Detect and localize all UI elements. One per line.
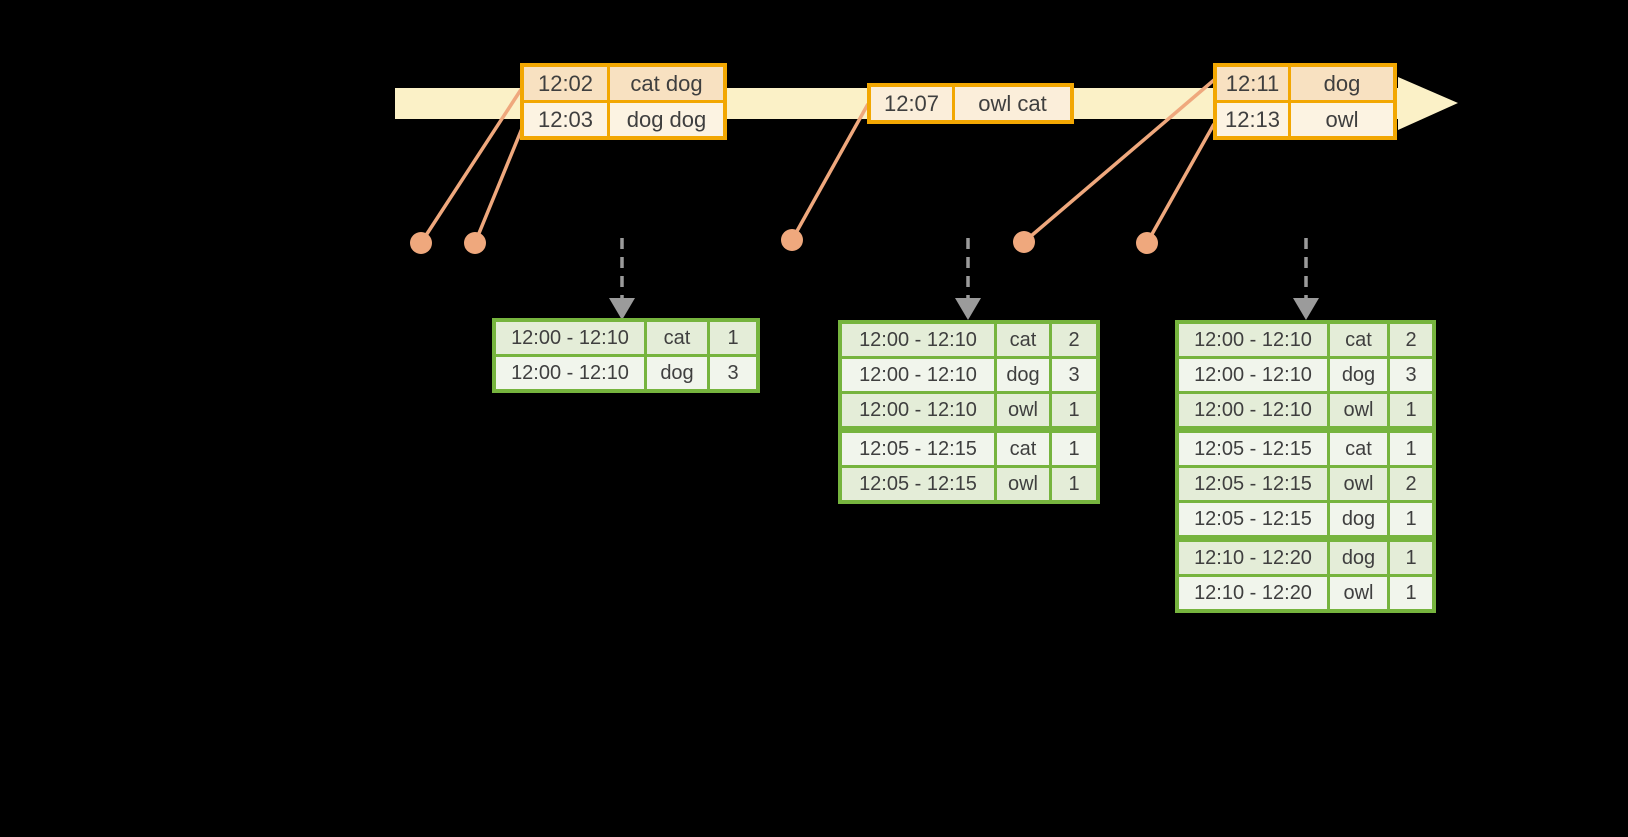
event-row: 12:07 owl cat (871, 87, 1070, 120)
event-table-2: 12:07 owl cat (867, 83, 1074, 124)
word-cell: dog (997, 359, 1049, 391)
result-table-2: 12:00 - 12:10 cat 2 12:00 - 12:10 dog 3 … (838, 320, 1100, 504)
result-row: 12:05 - 12:15 owl 2 (1179, 468, 1432, 500)
word-cell: owl (997, 394, 1049, 426)
window-cell: 12:05 - 12:15 (1179, 468, 1327, 500)
event-time: 12:02 (524, 67, 607, 100)
event-dot-icon (410, 232, 432, 254)
window-cell: 12:00 - 12:10 (842, 394, 994, 426)
result-row: 12:10 - 12:20 dog 1 (1179, 542, 1432, 574)
word-cell: dog (1330, 542, 1387, 574)
window-cell: 12:00 - 12:10 (842, 324, 994, 356)
result-row: 12:00 - 12:10 cat 2 (842, 324, 1096, 356)
word-cell: owl (1330, 394, 1387, 426)
event-row: 12:11 dog (1217, 67, 1393, 100)
result-row: 12:05 - 12:15 owl 1 (842, 468, 1096, 500)
event-dot-icon (1013, 231, 1035, 253)
trigger-arrowhead-icon (609, 298, 635, 320)
window-cell: 12:05 - 12:15 (1179, 433, 1327, 465)
result-row: 12:10 - 12:20 owl 1 (1179, 577, 1432, 609)
count-cell: 1 (1390, 542, 1432, 574)
count-cell: 2 (1052, 324, 1096, 356)
result-row: 12:00 - 12:10 dog 3 (496, 357, 756, 389)
event-row: 12:13 owl (1217, 103, 1393, 136)
count-cell: 1 (1052, 433, 1096, 465)
event-time: 12:13 (1217, 103, 1288, 136)
trigger-arrowhead-icon (955, 298, 981, 320)
event-words: dog dog (610, 103, 723, 136)
result-row: 12:00 - 12:10 owl 1 (1179, 394, 1432, 426)
count-cell: 1 (1390, 503, 1432, 535)
window-cell: 12:05 - 12:15 (1179, 503, 1327, 535)
count-cell: 3 (710, 357, 756, 389)
window-cell: 12:05 - 12:15 (842, 433, 994, 465)
result-row: 12:00 - 12:10 dog 3 (1179, 359, 1432, 391)
timeline-arrowhead-icon (1398, 77, 1458, 130)
count-cell: 1 (1052, 394, 1096, 426)
event-connector-line (419, 87, 524, 244)
result-row: 12:00 - 12:10 cat 2 (1179, 324, 1432, 356)
count-cell: 1 (1052, 468, 1096, 500)
event-dot-icon (464, 232, 486, 254)
count-cell: 1 (1390, 577, 1432, 609)
word-cell: owl (1330, 577, 1387, 609)
result-row: 12:00 - 12:10 dog 3 (842, 359, 1096, 391)
window-cell: 12:00 - 12:10 (496, 322, 644, 354)
window-cell: 12:00 - 12:10 (1179, 324, 1327, 356)
event-words: owl cat (955, 87, 1070, 120)
result-row: 12:00 - 12:10 cat 1 (496, 322, 756, 354)
window-cell: 12:00 - 12:10 (496, 357, 644, 389)
result-row: 12:00 - 12:10 owl 1 (842, 394, 1096, 426)
word-cell: cat (997, 433, 1049, 465)
word-cell: owl (1330, 468, 1387, 500)
event-words: dog (1291, 67, 1393, 100)
window-cell: 12:10 - 12:20 (1179, 577, 1327, 609)
window-cell: 12:00 - 12:10 (1179, 359, 1327, 391)
event-dot-icon (1136, 232, 1158, 254)
count-cell: 3 (1390, 359, 1432, 391)
count-cell: 1 (710, 322, 756, 354)
count-cell: 1 (1390, 394, 1432, 426)
result-row: 12:05 - 12:15 dog 1 (1179, 503, 1432, 535)
word-cell: cat (647, 322, 707, 354)
result-table-3: 12:00 - 12:10 cat 2 12:00 - 12:10 dog 3 … (1175, 320, 1436, 613)
event-connector-line (473, 125, 525, 244)
window-cell: 12:10 - 12:20 (1179, 542, 1327, 574)
word-cell: dog (1330, 359, 1387, 391)
word-cell: dog (1330, 503, 1387, 535)
event-words: cat dog (610, 67, 723, 100)
event-table-3: 12:11 dog 12:13 owl (1213, 63, 1397, 140)
word-cell: dog (647, 357, 707, 389)
window-cell: 12:05 - 12:15 (842, 468, 994, 500)
word-cell: cat (1330, 433, 1387, 465)
trigger-arrowhead-icon (1293, 298, 1319, 320)
event-table-1: 12:02 cat dog 12:03 dog dog (520, 63, 727, 140)
count-cell: 2 (1390, 468, 1432, 500)
window-cell: 12:00 - 12:10 (1179, 394, 1327, 426)
event-words: owl (1291, 103, 1393, 136)
count-cell: 2 (1390, 324, 1432, 356)
count-cell: 3 (1052, 359, 1096, 391)
word-cell: owl (997, 468, 1049, 500)
result-row: 12:05 - 12:15 cat 1 (1179, 433, 1432, 465)
event-time: 12:03 (524, 103, 607, 136)
result-row: 12:05 - 12:15 cat 1 (842, 433, 1096, 465)
event-connector-line (1145, 123, 1216, 244)
word-cell: cat (997, 324, 1049, 356)
event-time: 12:07 (871, 87, 952, 120)
result-table-1: 12:00 - 12:10 cat 1 12:00 - 12:10 dog 3 (492, 318, 760, 393)
count-cell: 1 (1390, 433, 1432, 465)
event-row: 12:03 dog dog (524, 103, 723, 136)
window-cell: 12:00 - 12:10 (842, 359, 994, 391)
event-connector-line (1022, 78, 1216, 244)
event-time: 12:11 (1217, 67, 1288, 100)
word-cell: cat (1330, 324, 1387, 356)
event-row: 12:02 cat dog (524, 67, 723, 100)
event-connector-line (790, 103, 870, 241)
event-dot-icon (781, 229, 803, 251)
